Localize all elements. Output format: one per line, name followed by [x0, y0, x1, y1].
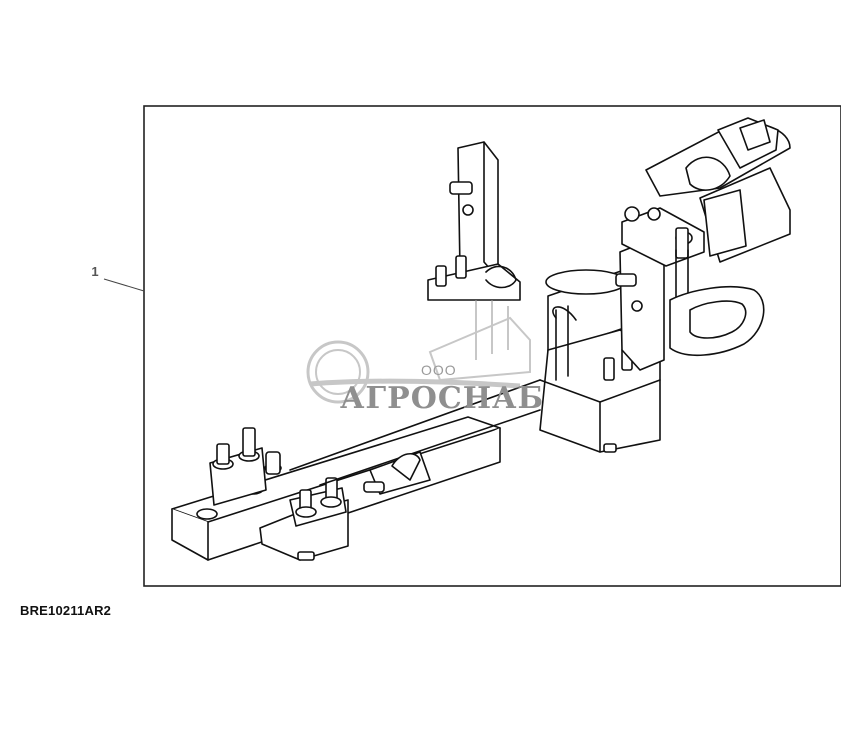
watermark-logo	[306, 300, 531, 404]
callout-number: 1	[91, 264, 99, 279]
watermark-company-name: АГРОСНАБ	[340, 381, 545, 416]
reference-code: BRE10211AR2	[20, 603, 112, 618]
watermark-company-prefix: ООО	[421, 362, 457, 378]
diagram-frame	[143, 105, 841, 587]
callout-leader-line	[103, 278, 145, 292]
assembly-drawing	[171, 117, 791, 561]
